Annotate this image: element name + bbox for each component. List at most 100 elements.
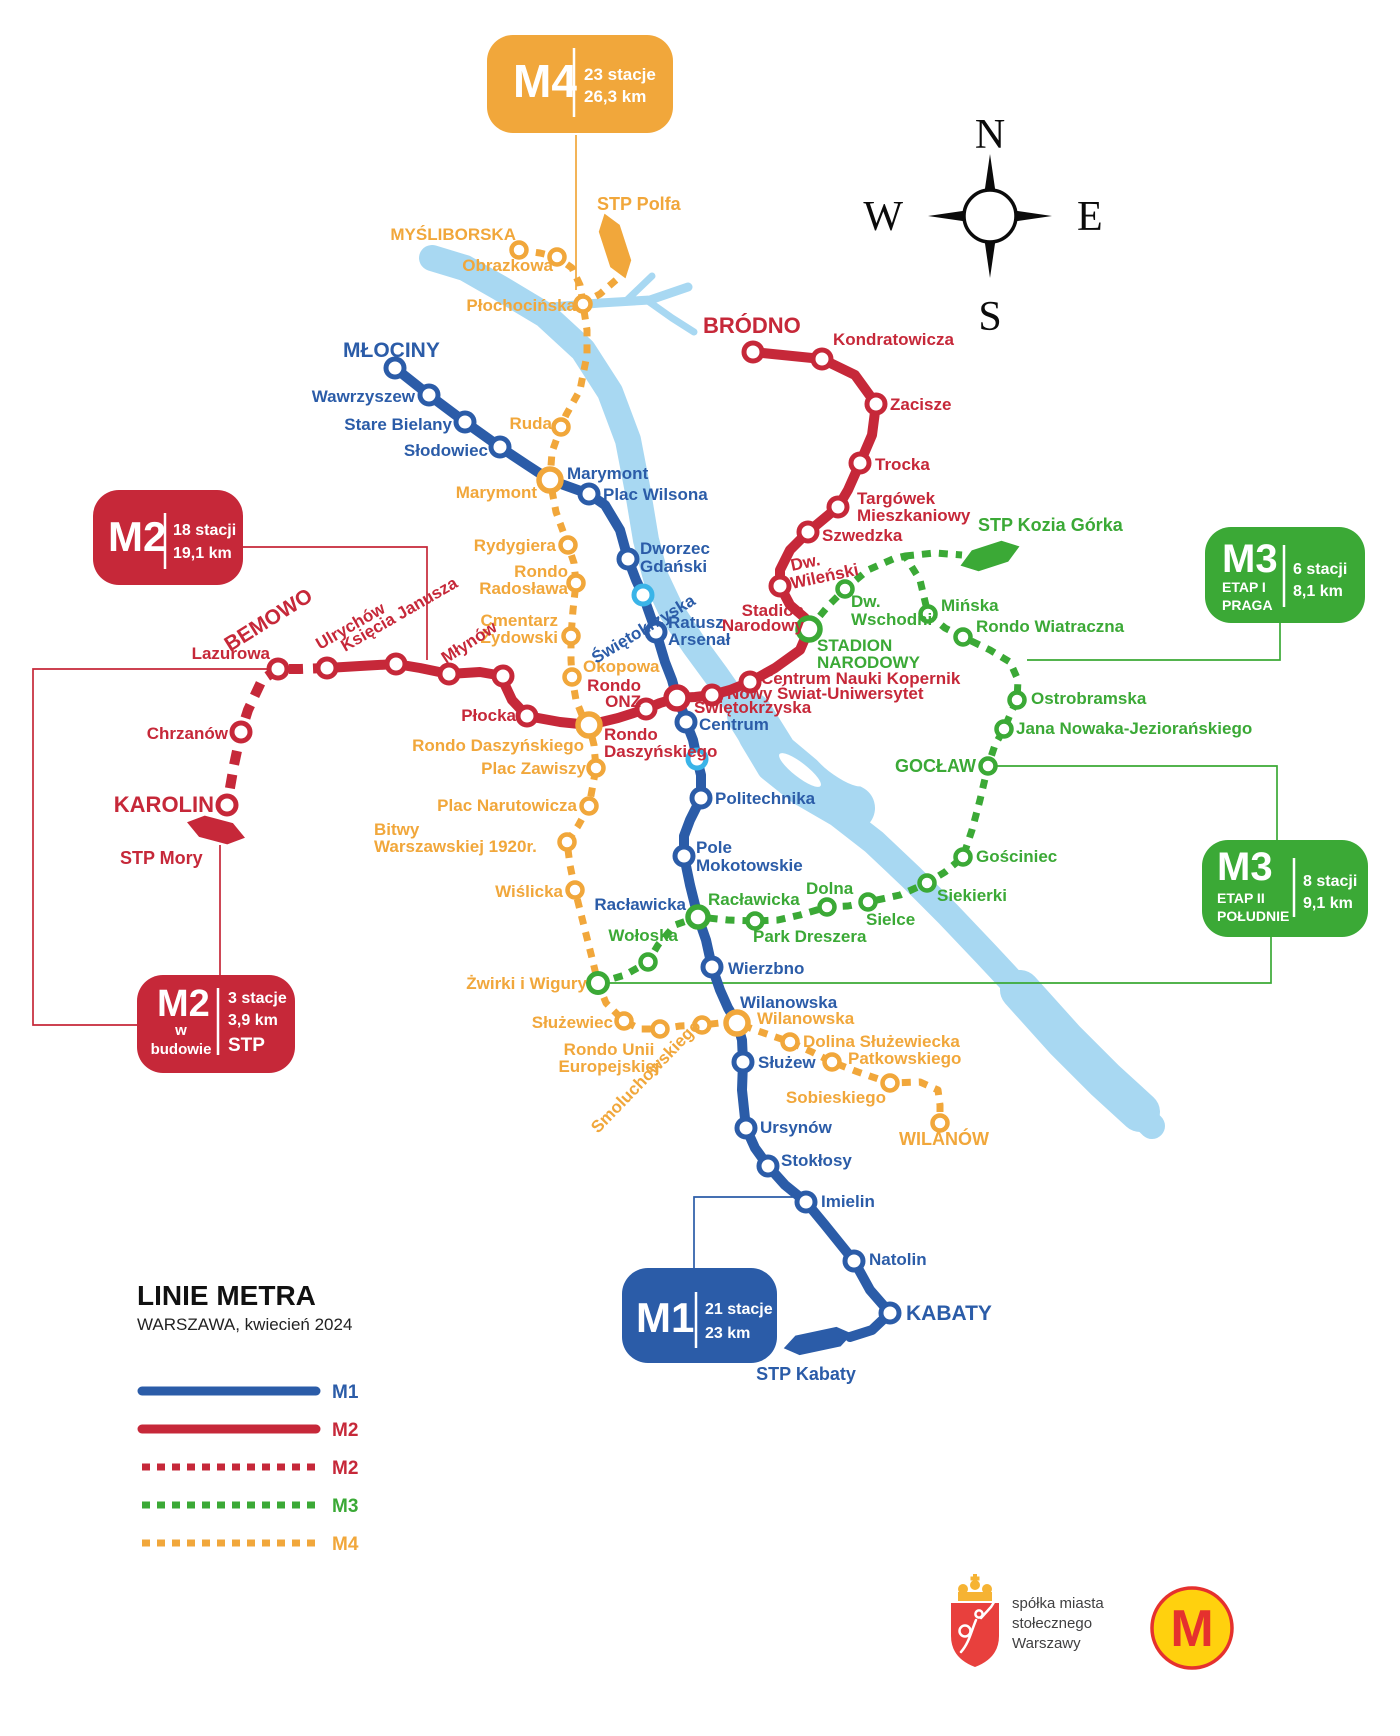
river-segment — [1000, 970, 1160, 1132]
label-marymont: Marymont — [567, 464, 649, 483]
label-m-ociny: MŁOCINY — [343, 339, 440, 362]
station-jana-nowaka-jeziora-skiego — [994, 719, 1014, 739]
depot-label: STP Polfa — [597, 194, 682, 214]
label-szwedzka: Szwedzka — [822, 526, 903, 545]
label-stadion-narodowy: Narodowy — [722, 616, 805, 635]
station-m-ociny — [383, 356, 407, 380]
station-politechnika — [689, 786, 713, 810]
page-subtitle: WARSZAWA, kwiecień 2024 — [137, 1315, 352, 1334]
river-island — [813, 749, 863, 787]
station-rydygiera — [558, 535, 578, 555]
label-pole-mokotowskie: Mokotowskie — [696, 856, 803, 875]
depot-stp-kozia-g-rka: STP Kozia Górka — [960, 515, 1124, 572]
station-rondo-wiatraczna — [953, 627, 973, 647]
station-wo-oska — [638, 952, 658, 972]
badge-text: 3 stacje — [228, 990, 287, 1007]
stations-m3 — [638, 579, 1027, 972]
depot-stp-polfa: STP Polfa — [597, 194, 682, 279]
label-zacisze: Zacisze — [890, 395, 951, 414]
station-centrum-nauki-kopernik — [738, 670, 762, 694]
label-natolin: Natolin — [869, 1250, 927, 1269]
label-nowy-wiat-uniwersytet: Nowy Świat-Uniwersytet — [727, 684, 924, 703]
label-patkowskiego: Patkowskiego — [848, 1049, 961, 1068]
label-wi-licka: Wiślicka — [495, 882, 563, 901]
station-kabaty — [878, 1301, 902, 1325]
legend-label-m3: M3 — [332, 1496, 358, 1517]
river-island — [779, 753, 821, 787]
label-wilanowska: Wilanowska — [740, 993, 838, 1012]
label-rac-awicka: Racławicka — [594, 895, 686, 914]
footer-logos: spółka miasta stołecznego Warszawy M — [951, 1574, 1234, 1670]
stations-m2 — [315, 340, 888, 739]
station-karolin — [215, 793, 239, 817]
label-plac-zawiszy: Plac Zawiszy — [481, 759, 586, 778]
station-imielin — [794, 1190, 818, 1214]
station-wi-licka — [565, 880, 585, 900]
label-stadion-narodowy: STADION — [817, 636, 892, 655]
badge-text: 3,9 km — [228, 1012, 278, 1029]
badge-text: 8,1 km — [1293, 583, 1343, 600]
label-ursyn-w: Ursynów — [760, 1118, 833, 1137]
station-wilan-w — [930, 1113, 950, 1133]
legend: M1 M2 M2 M3 M4 — [137, 1382, 359, 1555]
station-kondratowicza — [810, 347, 834, 371]
badge-box — [487, 35, 673, 133]
depot-shape — [187, 815, 245, 845]
label-rondo-onz: Rondo — [587, 676, 641, 695]
compass-ring — [962, 188, 1018, 244]
depot-stp-mory: STP Mory — [120, 815, 245, 868]
label-sielce: Sielce — [866, 910, 915, 929]
badge-connector-m1 — [693, 1196, 798, 1268]
badge-text: POŁUDNIE — [1217, 908, 1289, 924]
label-kondratowicza: Kondratowicza — [833, 330, 954, 349]
badge-text: 19,1 km — [173, 545, 232, 562]
legend-label-m2-construction: M2 — [332, 1458, 358, 1479]
label-s-u-ew: Służew — [758, 1053, 816, 1072]
label-dw-wschodni: Dw. — [851, 592, 881, 611]
station-rondo-onz — [634, 697, 658, 721]
title-block: LINIE METRA WARSZAWA, kwiecień 2024 — [137, 1280, 352, 1334]
badge-text: 6 stacji — [1293, 561, 1347, 578]
warsaw-crest-logo — [951, 1574, 999, 1667]
label-plac-narutowicza: Plac Narutowicza — [437, 796, 577, 815]
station-chrzan-w — [229, 720, 253, 744]
badge-text: M1 — [636, 1294, 694, 1341]
legend-label-m1: M1 — [332, 1382, 359, 1403]
depot-label: STP Kabaty — [756, 1364, 856, 1384]
label-lazurowa: Lazurowa — [192, 644, 271, 663]
label-p-ochoci-ska: Płochocińska — [466, 296, 576, 315]
station-m-yn-w — [491, 664, 515, 688]
station-stare-bielany — [453, 410, 477, 434]
legend-label-m4: M4 — [332, 1534, 359, 1555]
station-p-ocka — [515, 704, 539, 728]
badge-connector-m3a — [1027, 623, 1281, 661]
label-ratusz-arsena: Ratusz — [668, 613, 724, 632]
river-segment — [623, 272, 656, 304]
metro-m-letter: M — [1170, 1600, 1213, 1658]
label-ruda: Ruda — [510, 414, 553, 433]
river-segment — [644, 297, 698, 336]
badge-text: 9,1 km — [1303, 895, 1353, 912]
label-wi-tokrzyska: Świętokrzyska — [694, 698, 812, 717]
station-dolina-s-u-ewiecka — [780, 1032, 800, 1052]
badge-text: STP — [228, 1035, 265, 1056]
label-bitwy-warszawskiej-1920r: Warszawskiej 1920r. — [374, 837, 537, 856]
station-wierzbno — [700, 955, 724, 979]
badge-connector-m3b — [607, 937, 1272, 984]
badge-text: budowie — [151, 1041, 212, 1058]
depot-label: STP Kozia Górka — [978, 515, 1124, 535]
station-mi-ska — [918, 604, 938, 624]
label-siekierki: Siekierki — [937, 886, 1007, 905]
label-targ-wek-mieszkaniowy: Mieszkaniowy — [857, 506, 971, 525]
label-centrum: Centrum — [699, 715, 769, 734]
depot-shape — [783, 1326, 853, 1356]
badge-text: 23 stacje — [584, 65, 656, 84]
station-br-dno — [741, 340, 765, 364]
label-rydygiera: Rydygiera — [474, 536, 557, 555]
badge-text: M2 — [157, 983, 210, 1025]
